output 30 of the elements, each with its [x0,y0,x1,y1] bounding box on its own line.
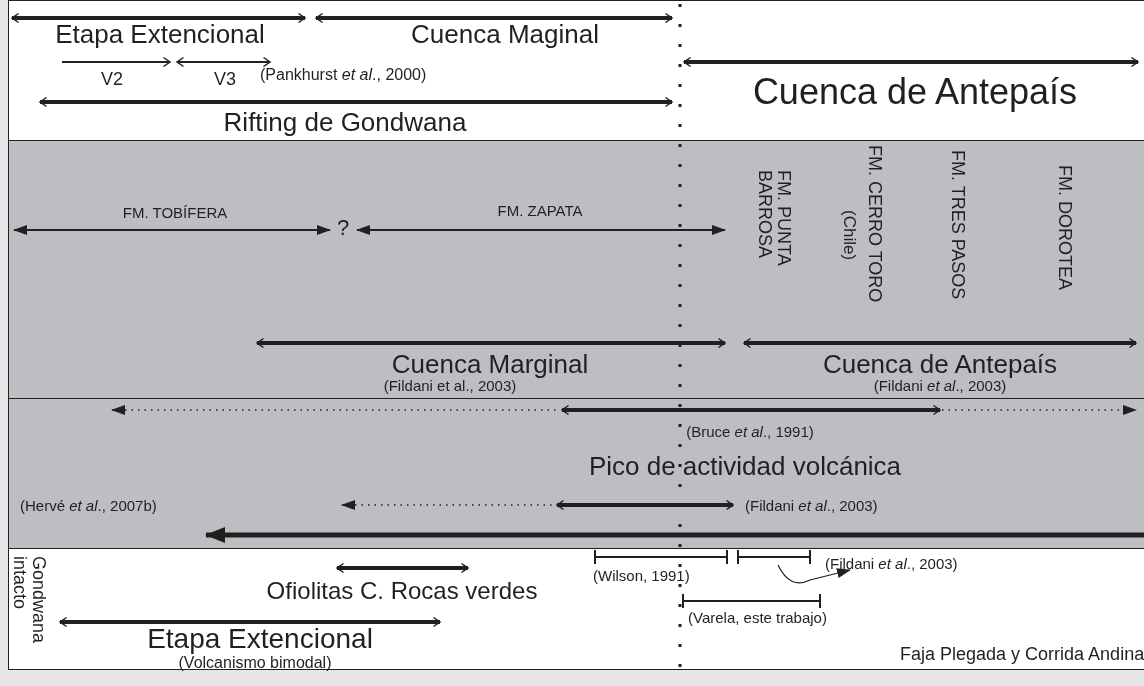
period-label: Pico de actividad volcánica [588,452,902,481]
period-label: Rifting de Gondwana [223,108,467,137]
citation-label: (Bruce et al., 1991) [686,424,814,441]
period-label: Etapa Extencional [55,20,265,49]
citation-label: (Hervé et al., 2007b) [20,498,157,515]
citation-label: (Fildani et al., 2003) [383,378,517,395]
period-label: V3 [214,70,236,90]
period-label: FM. TOBÍFERA [122,205,228,222]
citation-label: (Fildani et al., 2003) [873,378,1007,395]
citation-label: (Wilson, 1991) [593,568,690,585]
citation-label: (Fildani et al., 2003) [825,556,958,573]
vertical-label: FM. TRES PASOS [948,150,967,302]
vertical-label: FM. DOROTEA [1055,165,1074,292]
period-label: Cuenca de Antepaís [752,72,1078,112]
vertical-label: FM. PUNTA BARROSA [755,170,793,268]
citation-label: (Fildani et al., 2003) [745,498,878,515]
period-label: V2 [101,70,123,90]
vertical-label: FM. CERRO TORO [865,145,884,305]
period-label: Ofiolitas C. Rocas verdes [266,578,538,605]
question-mark: ? [336,216,350,241]
period-label: Cuenca Marginal [391,350,589,379]
citation-label: (Varela, este trabajo) [688,610,827,627]
period-label: Cuenca Maginal [411,20,599,49]
period-label: Cuenca de Antepaís [822,350,1058,379]
citation-label: (Pankhurst et al., 2000) [260,66,427,84]
period-label: Faja Plegada y Corrida Andina [900,645,1144,665]
citation-label: (Volcanismo bimodal) [178,654,332,672]
period-label: Etapa Extencional [147,624,373,655]
period-label: FM. ZAPATA [497,203,583,220]
vertical-label: Gondwana intacto [10,556,48,646]
